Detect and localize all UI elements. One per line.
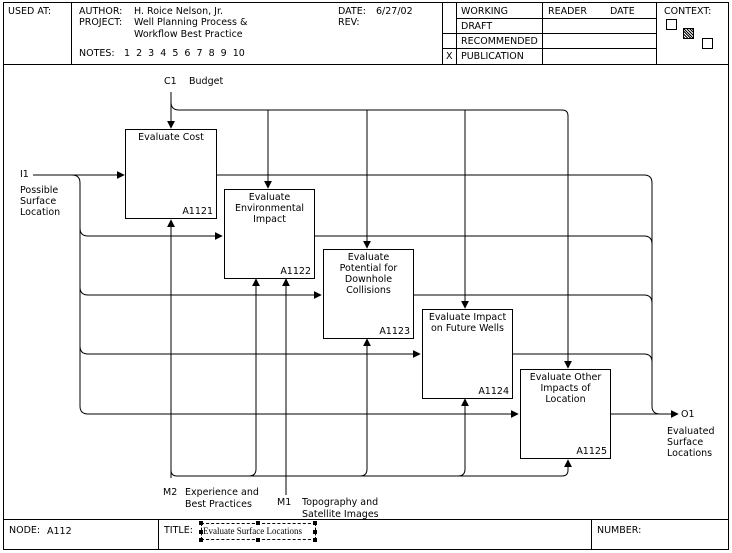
activity-box-a1124[interactable]: Evaluate Impact on Future Wells A1124 [422,309,513,399]
status-draft: DRAFT [461,21,493,32]
control-code: C1 [164,76,177,87]
activity-title: Evaluate Potential for Downhole Collisio… [339,252,398,296]
activity-title: Evaluate Environmental Impact [234,192,305,225]
mechanism-m1-label-line1: Topography and [302,497,379,508]
resize-handle[interactable] [199,538,203,542]
project-value-line1: Well Planning Process & [134,17,248,28]
title-value: Evaluate Surface Locations [203,526,302,536]
control-label: Budget [189,76,224,87]
rev-label: REV: [338,17,360,28]
status-publication: PUBLICATION [461,51,524,62]
date-label: DATE: [338,6,366,17]
project-label: PROJECT: [79,17,123,28]
node-value: A112 [47,526,72,537]
author-value: H. Roice Nelson, Jr. [134,6,223,17]
status-recommended: RECOMMENDED [461,36,538,47]
mechanism-m1-label-line2: Satellite Images [302,509,379,520]
activity-id: A1121 [182,206,213,217]
used-at-label: USED AT: [8,6,52,17]
activity-title: Evaluate Impact on Future Wells [428,312,507,334]
author-label: AUTHOR: [79,6,123,17]
context-current-node-icon [683,28,694,39]
context-node-icon [666,19,677,30]
date-value: 6/27/02 [376,6,413,17]
mechanism-m2-label-line1: Experience and [185,487,259,498]
activity-title: Evaluate Cost [138,132,204,143]
resize-handle[interactable] [313,538,317,542]
activity-box-a1121[interactable]: Evaluate Cost A1121 [125,129,217,219]
notes-numbers: 1 2 3 4 5 6 7 8 9 10 [124,48,245,59]
resize-handle[interactable] [256,538,260,542]
input-label: Possible Surface Location [20,185,61,218]
activity-id: A1124 [478,386,509,397]
context-label: CONTEXT: [664,6,712,17]
mechanism-m1-code: M1 [277,497,292,508]
reader-date-label: DATE [610,6,635,17]
project-value-line2: Workflow Best Practice [134,29,243,40]
activity-id: A1125 [576,446,607,457]
node-label: NODE: [9,525,41,536]
activity-id: A1123 [379,326,410,337]
mechanism-m2-label-line2: Best Practices [185,499,252,510]
resize-handle[interactable] [199,521,203,525]
resize-handle[interactable] [199,530,203,534]
input-code: I1 [20,169,29,180]
mechanism-m2-code: M2 [163,487,178,498]
output-label: Evaluated Surface Locations [667,426,715,459]
resize-handle[interactable] [313,521,317,525]
resize-handle[interactable] [256,521,260,525]
notes-label: NOTES: [79,48,115,59]
number-label: NUMBER: [597,525,642,536]
status-working: WORKING [461,6,508,17]
activity-box-a1122[interactable]: Evaluate Environmental Impact A1122 [224,189,315,279]
activity-title: Evaluate Other Impacts of Location [529,372,602,405]
title-label: TITLE: [164,525,193,536]
activity-id: A1122 [280,266,311,277]
context-node-icon [702,38,713,49]
output-code: O1 [681,409,695,420]
resize-handle[interactable] [313,530,317,534]
reader-label: READER [548,6,588,17]
activity-box-a1125[interactable]: Evaluate Other Impacts of Location A1125 [520,369,611,459]
publication-mark: X [446,51,453,62]
activity-box-a1123[interactable]: Evaluate Potential for Downhole Collisio… [323,249,414,339]
